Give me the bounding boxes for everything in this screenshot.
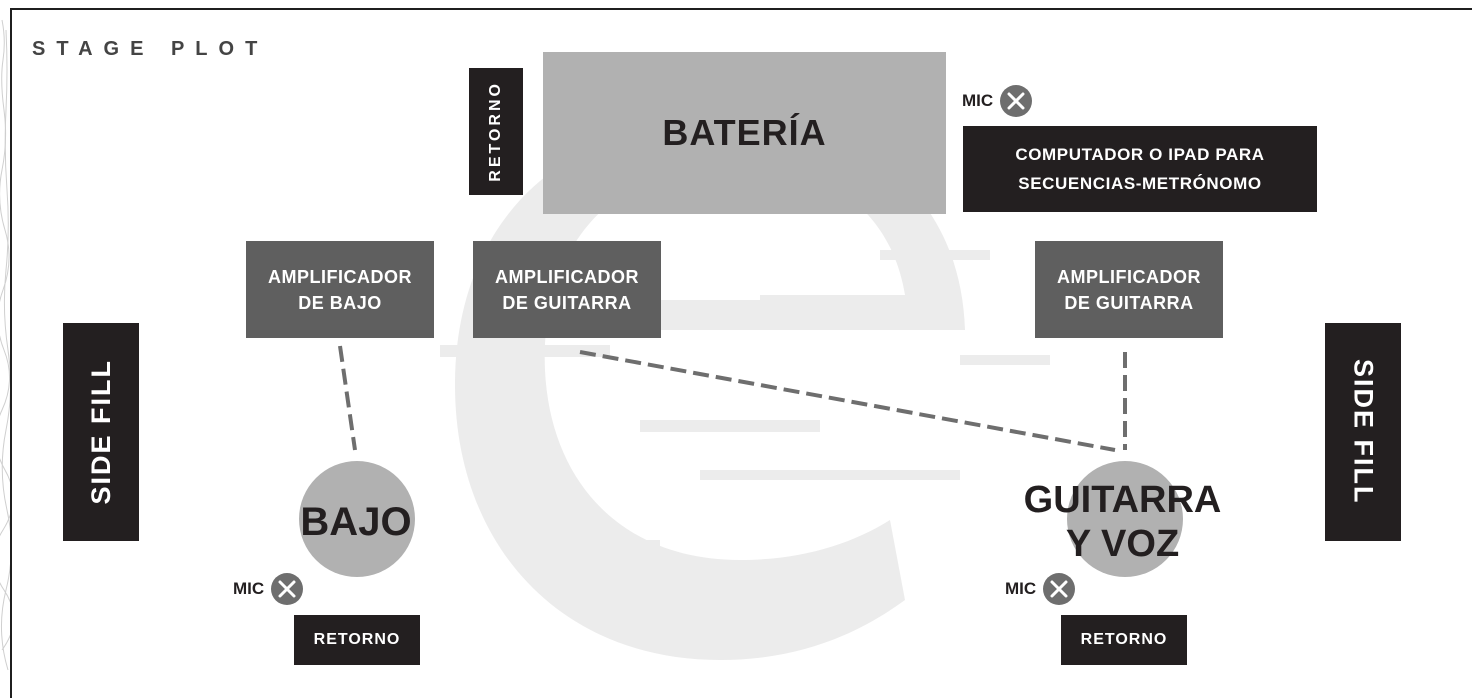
computer-label: COMPUTADOR O IPAD PARA SECUENCIAS-METRÓN… <box>1015 145 1265 193</box>
guitar-vocal-monitor-label: RETORNO <box>1080 631 1168 648</box>
guitar-vocal-label-line1: GUITARRA <box>1023 479 1222 521</box>
bass-amplifier: AMPLIFICADOR DE BAJO <box>246 241 434 338</box>
left-edge-ornament <box>0 19 10 671</box>
guitar-vocal-position <box>1067 461 1183 577</box>
guitar-vocal-label: GUITARRA Y VOZ <box>1000 478 1245 566</box>
bass-cable <box>338 345 357 451</box>
side-fill-right-label: SIDE FILL <box>1348 359 1379 505</box>
guitar-amplifier-right: AMPLIFICADOR DE GUITARRA <box>1035 241 1223 338</box>
drum-kit-label: BATERÍA <box>662 112 827 153</box>
bass-monitor: RETORNO <box>294 615 420 665</box>
guitar-amplifier-right-label: AMPLIFICADOR DE GUITARRA <box>1057 266 1201 313</box>
guitar-amplifier-left-label: AMPLIFICADOR DE GUITARRA <box>495 266 639 313</box>
bass-mic: MIC <box>233 572 304 606</box>
mic-x-icon <box>1000 85 1033 117</box>
guitar-vocal-monitor: RETORNO <box>1061 615 1187 665</box>
bass-amplifier-label: AMPLIFICADOR DE BAJO <box>268 266 412 313</box>
bass-mic-label: MIC <box>233 579 265 598</box>
mic-x-icon <box>1043 573 1076 605</box>
computer-box: COMPUTADOR O IPAD PARA SECUENCIAS-METRÓN… <box>963 126 1317 212</box>
guitar-vocal-label-line2: Y VOZ <box>1065 523 1180 565</box>
drum-monitor: RETORNO <box>469 68 523 195</box>
drum-mic-label: MIC <box>962 91 994 110</box>
drum-kit: BATERÍA <box>543 52 946 214</box>
guitar-amplifier-left: AMPLIFICADOR DE GUITARRA <box>473 241 661 338</box>
page-title: STAGE PLOT <box>32 38 269 60</box>
side-fill-left: SIDE FILL <box>63 323 139 541</box>
mic-x-icon <box>271 573 304 605</box>
bass-player-label: BAJO <box>300 500 412 544</box>
stage-frame <box>10 8 1472 698</box>
bass-monitor-label: RETORNO <box>313 631 401 648</box>
side-fill-right: SIDE FILL <box>1325 323 1401 541</box>
guitar-left-cable <box>579 350 1116 452</box>
guitar-vocal-mic-label: MIC <box>1005 579 1037 598</box>
drum-mic: MIC <box>962 84 1033 118</box>
bass-player-position <box>299 461 415 577</box>
guitar-vocal-mic: MIC <box>1005 572 1076 606</box>
